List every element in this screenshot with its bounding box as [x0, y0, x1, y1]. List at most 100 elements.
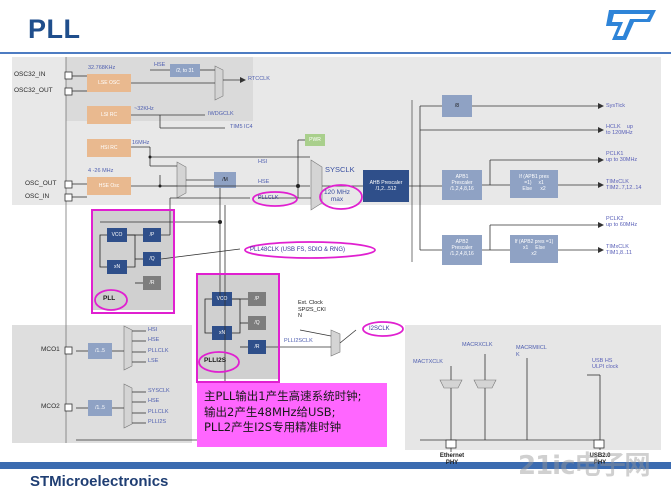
pin-mco1: [64, 346, 73, 355]
i2sclk-ellipse: [362, 321, 404, 337]
div2to31-block: [170, 64, 200, 77]
slide-title: PLL: [28, 14, 81, 44]
pin-osc32-in: [64, 71, 73, 80]
hsi-rc-block: [87, 139, 131, 157]
mco2-pllclk-label: PLLCLK: [148, 409, 169, 415]
i2sclk-label: I2SCLK: [369, 326, 390, 332]
footer-rule: [0, 462, 671, 469]
hse-label: HSE Osc: [98, 183, 120, 189]
mco2-mux: [123, 383, 133, 429]
mco1-div-label: /1..5: [95, 348, 105, 354]
hse-rtc-label: HSE: [154, 62, 166, 68]
pll-label-ellipse: [94, 289, 128, 311]
pll-n-block: [107, 260, 127, 274]
mco2-sysclk-label: SYSCLK: [148, 388, 170, 394]
label-osc-in: OSC_IN: [25, 193, 50, 200]
apb2-block: [442, 235, 482, 265]
plli2s-vco-label: VCO: [216, 296, 228, 302]
pll-name-label: PLL: [103, 295, 116, 302]
note-line-1: 主PLL输出1产生高速系统时钟;: [204, 389, 362, 403]
mco1-lse-label: LSE: [148, 358, 159, 364]
mco1-div-block: [88, 343, 112, 359]
pll-r-label: /R: [149, 280, 155, 286]
plli2s-p-label: /P: [254, 296, 260, 302]
pll48-label: PLL48CLK (USB FS, SDIO & RNG): [250, 247, 346, 253]
plli2sclk-label: PLLI2SCLK: [284, 338, 313, 344]
annotation-note: 主PLL输出1产生高速系统时钟; 输出2产生48MHz给USB; PLL2产生I…: [197, 383, 387, 447]
label-mco2: MCO2: [41, 403, 60, 410]
apb1-label: APB1 Prescaler /1,2,4,8,16: [450, 174, 474, 192]
rtc-mux: [214, 65, 224, 101]
div2to31-label: /2, to 31: [175, 68, 195, 74]
pll-m-label: /M: [222, 177, 228, 183]
pll-p-label: /P: [149, 232, 155, 238]
apb2-mul-block: [510, 235, 558, 263]
plli2s-name-label: PLLI2S: [204, 357, 227, 364]
iwdgclk-label: IWDGCLK: [208, 111, 234, 117]
pclk1-output: PCLK1 up to 30MHz: [606, 151, 638, 164]
plli2s-label-ellipse: [198, 351, 240, 373]
pllclk-label: PLLCLK: [258, 195, 279, 201]
rtcclk-label: RTCCLK: [248, 76, 270, 82]
sysclk-max-label: 120 MHz max: [324, 189, 351, 203]
div8-label: /8: [454, 103, 460, 109]
apb1-mul-label: If (APB1 pres =1) x1 Else x2: [519, 174, 549, 192]
pin-mco2: [64, 403, 73, 412]
footer-brand: STMicroelectronics: [30, 473, 169, 490]
pll-m-block: [214, 172, 236, 188]
mco1-hse-label: HSE: [148, 337, 160, 343]
macrmiiclk-label: MACRMIICL K: [516, 345, 547, 358]
usb-phy-label: USB2.0 PHY: [589, 453, 611, 466]
apb2-mul-label: If (APB2 pres =1) x1 Else x2: [514, 239, 554, 257]
pll-p-block: [143, 228, 161, 242]
plli2s-q-label: /Q: [254, 320, 260, 326]
hsi-label: HSI RC: [100, 145, 118, 151]
sysclk-max-ellipse: [319, 184, 363, 210]
mac-mux-1: [439, 379, 463, 389]
label-osc32-in: OSC32_IN: [14, 71, 46, 78]
pll-src-mux: [176, 161, 187, 199]
apb1-block: [442, 170, 482, 200]
ethernet-phy-label: Ethernet PHY: [439, 453, 465, 466]
pll-q-block: [143, 252, 161, 266]
mco1-hsi-label: HSI: [148, 327, 158, 333]
lse-label: LSE OSC: [98, 80, 120, 86]
pll-n-label: xN: [113, 264, 121, 270]
lsi-freq: ~32KHz: [134, 106, 154, 112]
pll-q-label: /Q: [149, 256, 155, 262]
watermark: 21ic电子网: [518, 451, 651, 481]
plli2s-vco-block: [212, 292, 232, 306]
sysclk-label: SYSCLK: [325, 165, 355, 174]
hsi-label-sig: HSI: [258, 159, 268, 165]
hse-osc-block: [87, 177, 131, 195]
mco1-pllclk-label: PLLCLK: [148, 348, 169, 354]
pin-usb: [593, 439, 605, 449]
sysclk-mux: [310, 159, 323, 211]
plli2s-r-block: [248, 340, 266, 354]
hse-freq: 4 -26 MHz: [88, 168, 114, 174]
pll-highlight: [91, 209, 175, 314]
ahb-block: [363, 170, 409, 202]
mac-mux-2: [473, 379, 497, 389]
mactxclk-label: MACTXCLK: [413, 359, 443, 365]
pin-osc32-out: [64, 87, 73, 96]
header-rule: [0, 52, 671, 54]
hse-label-sig: HSE: [258, 179, 270, 185]
pin-osc-out: [64, 180, 73, 189]
tim1clk-output: TIMxCLK TIM1,8..11: [606, 244, 632, 257]
pll48-ellipse: [244, 241, 376, 259]
plli2s-n-block: [212, 326, 232, 340]
pin-ethernet: [445, 439, 457, 449]
lse-freq: 32.768KHz: [88, 65, 116, 71]
label-mco1: MCO1: [41, 346, 60, 353]
ahb-label: AHB Prescaler /1,2...512: [369, 180, 403, 192]
note-line-2: 输出2产生48MHz给USB;: [204, 404, 336, 419]
lsi-rc-block: [87, 106, 131, 124]
ext-clock-label: Ext. Clock SPI2S_CKI N: [298, 300, 326, 320]
hclk-output: HCLK up to 120MHz: [606, 124, 633, 137]
apb1-mul-block: [510, 170, 558, 198]
pclk2-output: PCLK2 up to 60MHz: [606, 216, 638, 229]
lsi-label: LSI RC: [100, 112, 118, 118]
